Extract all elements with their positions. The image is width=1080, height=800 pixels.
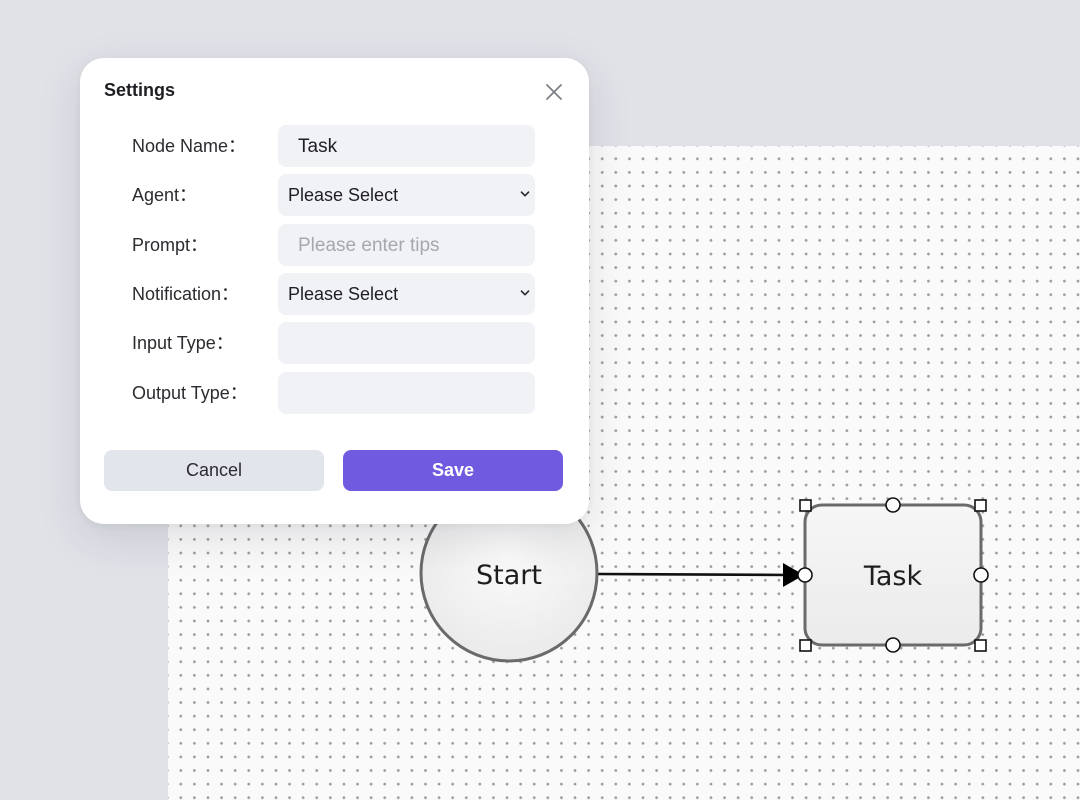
node-name-field[interactable] (278, 125, 535, 168)
output-type-input[interactable] (298, 373, 535, 415)
close-button[interactable] (539, 79, 569, 105)
close-icon (546, 84, 562, 100)
dialog-title: Settings (104, 80, 176, 100)
start-node[interactable]: Start (419, 483, 599, 663)
input-type-label: Input Type： (132, 333, 234, 353)
save-button[interactable]: Save (343, 450, 563, 491)
form-row-agent: Agent： Please Select (80, 174, 589, 216)
agent-select-value: Please Select (288, 185, 399, 205)
connection-port-top[interactable] (885, 497, 901, 513)
form-row-notification: Notification： Please Select (80, 273, 589, 315)
agent-label: Agent： (132, 185, 198, 205)
input-type-input[interactable] (298, 323, 535, 365)
resize-handle-top-right[interactable] (974, 499, 987, 512)
settings-dialog: Settings Node Name： Agent： Please Select (80, 58, 589, 524)
node-name-input[interactable] (298, 126, 535, 168)
node-name-label: Node Name： (132, 136, 247, 156)
output-type-field[interactable] (278, 372, 535, 415)
prompt-field[interactable] (278, 224, 535, 267)
task-node[interactable]: Task (797, 497, 989, 653)
form-row-node-name: Node Name： (80, 125, 589, 168)
chevron-down-icon (520, 191, 530, 197)
start-node-label: Start (476, 560, 542, 591)
form-row-output-type: Output Type： (80, 372, 589, 415)
task-node-label: Task (863, 561, 923, 592)
prompt-label: Prompt： (132, 235, 209, 255)
resize-handle-top-left[interactable] (799, 499, 812, 512)
edge-start-to-task[interactable] (597, 563, 804, 587)
connection-port-bottom[interactable] (885, 637, 901, 653)
notification-select[interactable]: Please Select (278, 273, 535, 315)
connection-port-left[interactable] (797, 567, 813, 583)
prompt-input[interactable] (298, 225, 535, 267)
arrowhead-icon (783, 563, 804, 587)
form-row-input-type: Input Type： (80, 322, 589, 365)
input-type-field[interactable] (278, 322, 535, 365)
resize-handle-bottom-left[interactable] (799, 639, 812, 652)
resize-handle-bottom-right[interactable] (974, 639, 987, 652)
connection-port-right[interactable] (973, 567, 989, 583)
chevron-down-icon (520, 290, 530, 296)
cancel-button[interactable]: Cancel (104, 450, 324, 491)
agent-select[interactable]: Please Select (278, 174, 535, 216)
form-row-prompt: Prompt： (80, 224, 589, 267)
notification-label: Notification： (132, 284, 240, 304)
notification-select-value: Please Select (288, 284, 399, 304)
output-type-label: Output Type： (132, 383, 248, 403)
